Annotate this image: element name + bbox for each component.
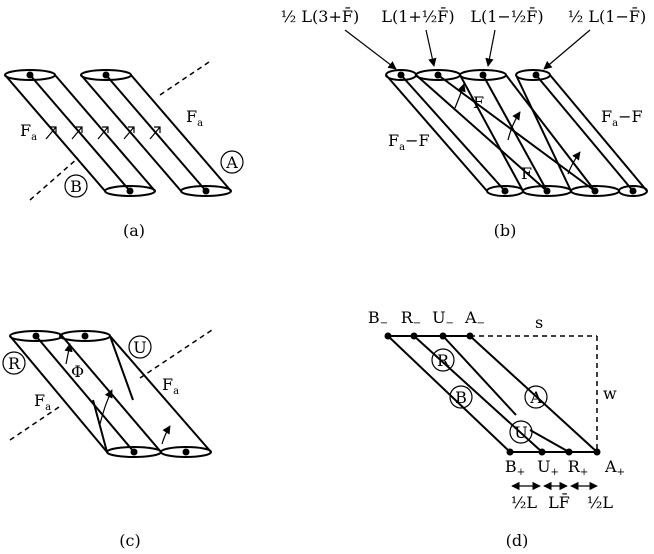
panel-c-boundary-left <box>9 404 63 441</box>
panel-b-fa-f-left: Fa−F <box>388 131 430 153</box>
panel-a-arrows <box>45 126 161 140</box>
panel-b-top-label-1: ½ L(3+F̄) <box>281 5 359 26</box>
panel-d-circle-u: U <box>509 420 533 444</box>
panel-c-fa-right: Fa <box>162 375 179 397</box>
panel-a-circle-a: A <box>220 150 244 174</box>
panel-d-top-b: B− <box>368 308 388 329</box>
panel-d-strips <box>387 335 598 453</box>
svg-text:U: U <box>133 338 146 357</box>
svg-text:R: R <box>437 351 450 370</box>
panel-b-strips <box>385 74 648 192</box>
svg-text:B: B <box>70 177 82 196</box>
panel-a-caption: (a) <box>123 221 145 240</box>
panel-c-phi: Φ <box>71 362 84 381</box>
panel-d-dim-mid: LF̄ <box>548 491 570 512</box>
panel-d-caption: (d) <box>506 531 529 550</box>
panel-c-top-ellipses <box>9 330 111 342</box>
panel-d-top-labels: B− R− U− A− <box>368 308 485 329</box>
panel-d-circle-a: A <box>524 385 548 409</box>
panel-a-fa-right: Fa <box>186 107 203 129</box>
svg-text:R: R <box>8 354 21 373</box>
panel-a: Fa Fa A B (a) <box>4 59 244 240</box>
panel-d-circle-r: R <box>431 348 455 372</box>
panel-a-boundary-left <box>29 157 79 201</box>
panel-d-dim-left: ½L <box>511 493 538 512</box>
panel-b-label-f1: F <box>473 93 484 112</box>
panel-b-top-label-4: ½ L(1−F̄) <box>568 5 646 26</box>
panel-d-label-s: s <box>535 313 543 332</box>
panel-d-bottom-labels: B+ U+ R+ A+ <box>505 457 625 478</box>
panel-b-top-ellipses <box>385 69 551 81</box>
panel-b-top-label-2: L(1+½F̄) <box>381 5 454 26</box>
panel-b-label-f2: F <box>521 164 532 183</box>
panel-b-fa-f-right: Fa−F <box>601 107 643 129</box>
panel-b-caption: (b) <box>494 221 517 240</box>
panel-d-bottom-a: A+ <box>604 457 625 478</box>
panel-a-strip-right <box>80 69 232 197</box>
panel-b-label-arrows <box>344 29 591 70</box>
panel-d-top-a: A− <box>464 308 485 329</box>
svg-text:A: A <box>225 153 238 172</box>
panel-c-circle-u: U <box>128 335 152 359</box>
panel-d-top-u: U− <box>432 308 454 329</box>
panel-d-bottom-r: R+ <box>568 457 588 478</box>
panel-b-top-labels: ½ L(3+F̄) L(1+½F̄) L(1−½F̄) ½ L(1−F̄) <box>281 5 646 26</box>
panel-d: B− R− U− A− s w <box>368 308 625 550</box>
panel-c-caption: (c) <box>119 531 140 550</box>
panel-c-fa-left: Fa <box>34 391 51 413</box>
panel-c: R U Φ Fa Fa (c) <box>2 329 213 550</box>
panel-a-fa-left: Fa <box>20 121 37 143</box>
panel-c-arrows <box>64 343 171 445</box>
panel-b: ½ L(3+F̄) L(1+½F̄) L(1−½F̄) ½ L(1−F̄) <box>281 5 648 240</box>
svg-text:B: B <box>455 388 467 407</box>
panel-b-bottom-ellipses <box>486 185 648 197</box>
svg-text:A: A <box>529 388 542 407</box>
svg-text:U: U <box>514 423 527 442</box>
panel-a-circle-b: B <box>64 174 88 198</box>
panel-c-circle-r: R <box>2 351 26 375</box>
panel-d-bottom-u: U+ <box>537 457 559 478</box>
panel-a-boundary-right <box>159 59 213 96</box>
panel-d-circle-b: B <box>449 385 473 409</box>
panel-d-label-w: w <box>603 384 617 403</box>
panel-d-bottom-b: B+ <box>505 457 525 478</box>
panel-d-top-r: R− <box>401 308 421 329</box>
panel-d-dim-right: ½L <box>587 493 614 512</box>
panel-a-strip-left <box>4 69 156 197</box>
panel-c-boundary-right <box>139 329 213 379</box>
panel-b-arrows <box>454 83 581 175</box>
panel-b-top-label-3: L(1−½F̄) <box>470 5 543 26</box>
